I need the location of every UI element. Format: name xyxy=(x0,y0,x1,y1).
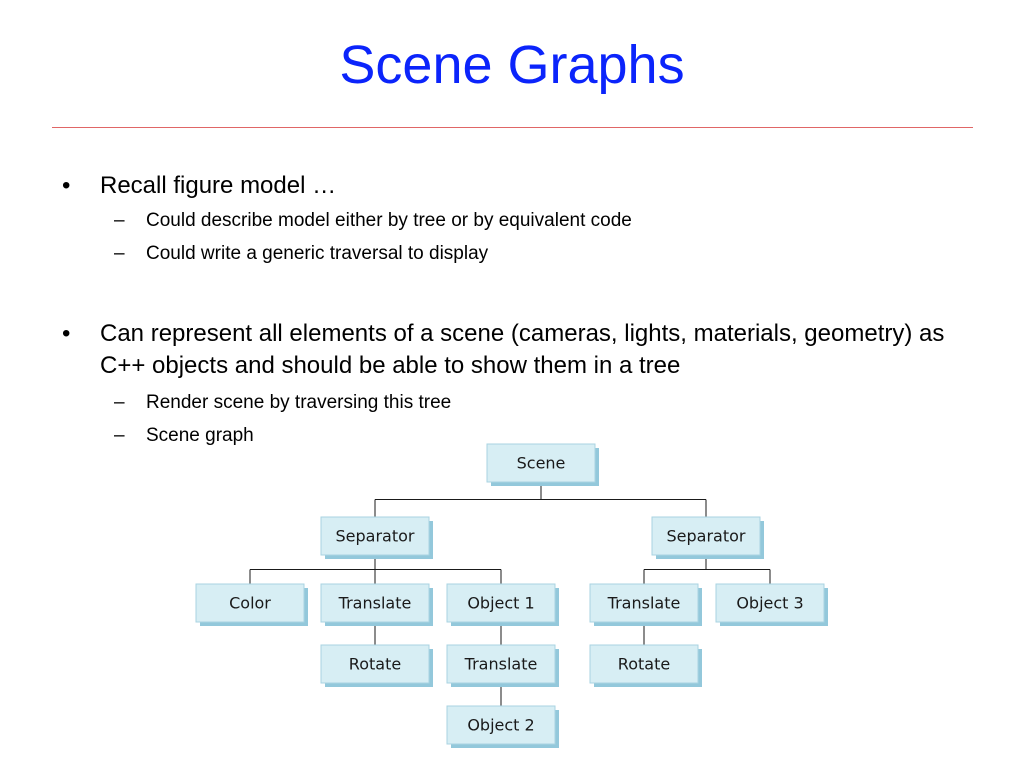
tree-node-translate2: Translate xyxy=(446,644,559,687)
bullet-marker: • xyxy=(62,172,71,199)
node-box xyxy=(195,583,305,623)
bullet-2-sub-2: Scene graph xyxy=(146,426,254,446)
sub-bullet-marker: – xyxy=(114,425,125,446)
tree-node-color: Color xyxy=(195,583,308,626)
node-box xyxy=(486,443,596,483)
tree-node-sep1: Separator xyxy=(320,516,433,559)
tree-node-rotate1: Rotate xyxy=(320,644,433,687)
node-box xyxy=(320,644,430,684)
node-label: Rotate xyxy=(618,655,670,674)
tree-node-translate1: Translate xyxy=(320,583,433,626)
node-label: Translate xyxy=(338,594,412,613)
bullet-marker: • xyxy=(62,320,71,347)
tree-node-rotate2: Rotate xyxy=(589,644,702,687)
tree-node-object2: Object 2 xyxy=(446,705,559,748)
tree-node-object3: Object 3 xyxy=(715,583,828,626)
node-label: Separator xyxy=(336,527,415,546)
node-label: Translate xyxy=(607,594,681,613)
node-box xyxy=(446,644,556,684)
tree-node-translate3: Translate xyxy=(589,583,702,626)
node-label: Rotate xyxy=(349,655,401,674)
node-label: Object 2 xyxy=(467,716,534,735)
tree-node-sep2: Separator xyxy=(651,516,764,559)
bullet-1-sub-2: Could write a generic traversal to displ… xyxy=(146,243,489,264)
tree-node-scene: Scene xyxy=(486,443,599,486)
node-label: Color xyxy=(229,594,271,613)
node-label: Object 3 xyxy=(736,594,803,613)
node-box xyxy=(320,516,430,556)
node-label: Object 1 xyxy=(467,594,534,613)
bullet-1-sub-1: Could describe model either by tree or b… xyxy=(146,210,632,231)
sub-bullet-marker: – xyxy=(114,392,125,413)
node-box xyxy=(446,583,556,623)
bullet-2-text: Can represent all elements of a scene (c… xyxy=(100,320,945,379)
node-box xyxy=(715,583,825,623)
node-box xyxy=(446,705,556,745)
sub-text-clip: Scene graph xyxy=(100,426,600,446)
node-box xyxy=(589,583,699,623)
node-box xyxy=(651,516,761,556)
title-divider xyxy=(52,127,973,128)
node-label: Separator xyxy=(667,527,746,546)
slide-title: Scene Graphs xyxy=(339,35,685,95)
node-label: Scene xyxy=(517,454,566,473)
bullet-2-sub-1: Render scene by traversing this tree xyxy=(146,392,452,413)
sub-bullet-marker: – xyxy=(114,210,125,231)
node-box xyxy=(589,644,699,684)
sub-bullet-marker: – xyxy=(114,243,125,264)
bullet-1-text: Recall figure model … xyxy=(100,172,337,199)
node-label: Translate xyxy=(464,655,538,674)
tree-node-object1: Object 1 xyxy=(446,583,559,626)
node-box xyxy=(320,583,430,623)
